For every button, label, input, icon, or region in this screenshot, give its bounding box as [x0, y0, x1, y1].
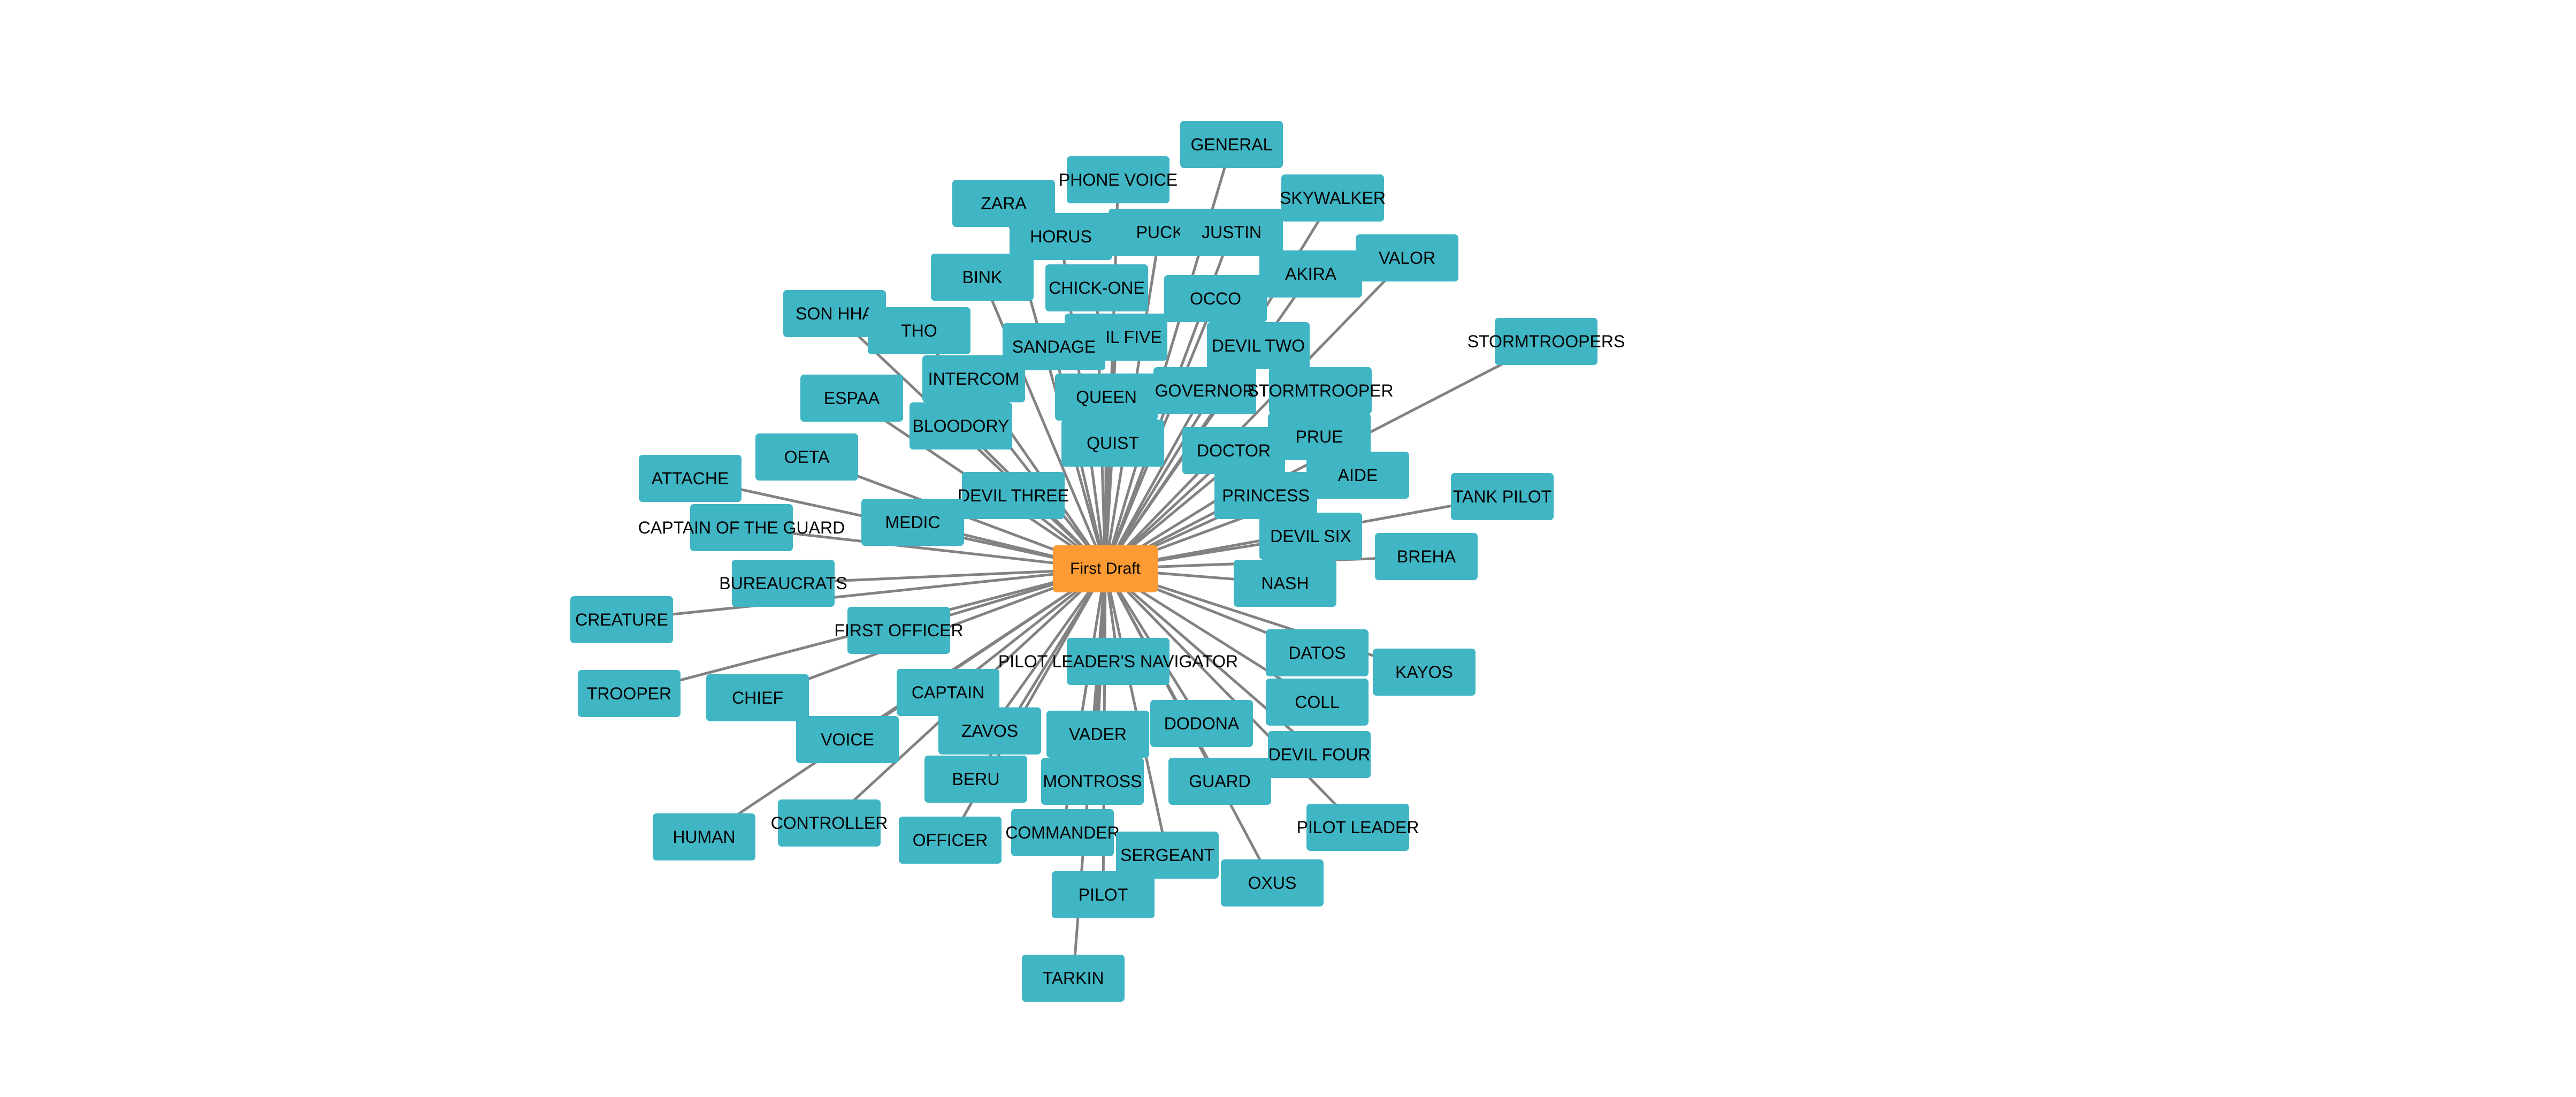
node-creature[interactable]: CREATURE — [570, 596, 673, 643]
node-commander[interactable]: COMMANDER — [1005, 809, 1120, 856]
node-dodona[interactable]: DODONA — [1150, 700, 1253, 747]
node-devil-two[interactable]: DEVIL TWO — [1207, 322, 1310, 369]
node-oeta[interactable]: OETA — [755, 433, 858, 481]
node-justin[interactable]: JUSTIN — [1180, 209, 1283, 256]
node-devil-four[interactable]: DEVIL FOUR — [1268, 731, 1371, 778]
node-devil-three[interactable]: DEVIL THREE — [958, 472, 1069, 519]
edge-bureaucrats — [783, 567, 1106, 585]
node-stormtroopers[interactable]: STORMTROOPERS — [1467, 318, 1625, 365]
node-occo[interactable]: OCCO — [1164, 275, 1267, 322]
node-medic[interactable]: MEDIC — [861, 499, 964, 546]
node-human[interactable]: HUMAN — [653, 813, 755, 860]
node-breha[interactable]: BREHA — [1375, 533, 1478, 580]
edge-creature — [621, 567, 1106, 621]
node-chief[interactable]: CHIEF — [706, 674, 809, 721]
node-guard[interactable]: GUARD — [1168, 758, 1271, 805]
node-chick-one[interactable]: CHICK-ONE — [1045, 264, 1148, 311]
node-phone-voice[interactable]: PHONE VOICE — [1059, 156, 1178, 203]
node-stormtrooper[interactable]: STORMTROOPER — [1247, 367, 1394, 414]
edge-captain-of-the-guard — [741, 526, 1106, 570]
node-nash[interactable]: NASH — [1234, 560, 1336, 607]
node-general[interactable]: GENERAL — [1180, 121, 1283, 168]
edge-valor — [1104, 257, 1408, 570]
node-governor[interactable]: GOVERNOR — [1153, 367, 1256, 414]
node-bloodory[interactable]: BLOODORY — [909, 402, 1012, 450]
node-first-officer[interactable]: FIRST OFFICER — [834, 607, 964, 654]
node-officer[interactable]: OFFICER — [899, 817, 1002, 864]
node-tank-pilot[interactable]: TANK PILOT — [1451, 473, 1554, 520]
node-valor[interactable]: VALOR — [1356, 234, 1458, 281]
node-beru[interactable]: BERU — [924, 756, 1027, 803]
node-sergeant[interactable]: SERGEANT — [1116, 832, 1219, 879]
node-aide[interactable]: AIDE — [1306, 452, 1409, 499]
node-skywalker[interactable]: SKYWALKER — [1280, 174, 1386, 222]
node-attache[interactable]: ATTACHE — [639, 455, 742, 502]
edge-governor — [1104, 390, 1206, 570]
node-datos[interactable]: DATOS — [1266, 629, 1369, 676]
node-voice[interactable]: VOICE — [796, 716, 899, 763]
node-pilot[interactable]: PILOT — [1052, 871, 1155, 918]
edge-zavos — [988, 568, 1107, 732]
node-queen[interactable]: QUEEN — [1055, 374, 1158, 421]
edge-kayos — [1105, 567, 1425, 674]
node-doctor[interactable]: DOCTOR — [1182, 427, 1285, 474]
node-kayos[interactable]: KAYOS — [1373, 649, 1476, 696]
node-captain-of-the-guard[interactable]: CAPTAIN OF THE GUARD — [638, 504, 845, 551]
edge-pilot-leader — [1104, 568, 1359, 828]
node-vader[interactable]: VADER — [1046, 711, 1149, 758]
node-pilot-leaders-navigator[interactable]: PILOT LEADER'S NAVIGATOR — [998, 638, 1238, 685]
node-trooper[interactable]: TROOPER — [578, 670, 681, 717]
node-devil-six[interactable]: DEVIL SIX — [1259, 513, 1362, 560]
node-quist[interactable]: QUIST — [1061, 420, 1164, 467]
node-tho[interactable]: THO — [868, 307, 970, 354]
node-controller[interactable]: CONTROLLER — [771, 799, 888, 847]
node-montross[interactable]: MONTROSS — [1041, 758, 1144, 805]
node-first-draft[interactable]: First Draft — [1053, 545, 1158, 592]
node-princess[interactable]: PRINCESS — [1214, 472, 1317, 519]
node-oxus[interactable]: OXUS — [1221, 859, 1324, 906]
node-bink[interactable]: BINK — [931, 254, 1034, 301]
node-bureaucrats[interactable]: BUREAUCRATS — [719, 560, 847, 607]
node-intercom[interactable]: INTERCOM — [922, 355, 1025, 402]
node-akira[interactable]: AKIRA — [1259, 250, 1362, 298]
node-espaa[interactable]: ESPAA — [800, 375, 903, 422]
node-coll[interactable]: COLL — [1266, 679, 1369, 726]
node-tarkin[interactable]: TARKIN — [1022, 955, 1125, 1002]
node-pilot-leader[interactable]: PILOT LEADER — [1297, 804, 1419, 851]
node-horus[interactable]: HORUS — [1010, 213, 1112, 260]
node-zavos[interactable]: ZAVOS — [938, 707, 1041, 755]
